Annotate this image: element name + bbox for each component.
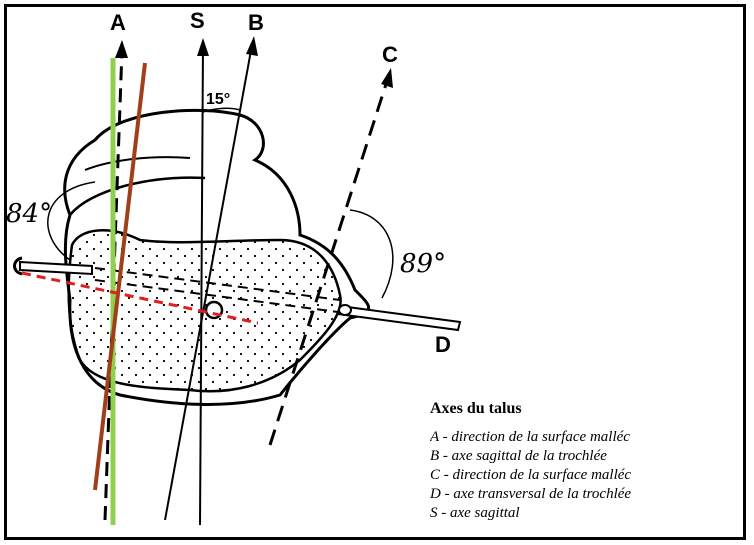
talus-neck-curve [69,176,206,216]
axis-b-label: B [248,10,264,35]
legend-item-a: A - direction de la surface malléc [430,429,630,445]
overlay-red-dashed-line [21,271,259,325]
angle-arc-84 [47,181,96,261]
legend-item-b: B - axe sagittal de la trochlée [430,448,607,464]
axis-a-label: A [110,10,126,35]
axis-d-dashed-lower [94,279,339,313]
axis-c-arrowhead [381,68,393,88]
angle-15-label: 15° [206,91,230,108]
talus-head-curve [84,156,191,171]
axis-d-rod-left-cap [13,256,23,276]
axis-d-dashed-upper [94,267,341,301]
legend-item-c: C - direction de la surface malléc [430,467,632,483]
axis-a-line [103,49,124,521]
angle-84-label: 84° [6,199,52,229]
axis-d-label: D [435,332,451,357]
legend-title: Axes du talus [430,400,522,417]
axis-c-label: C [382,42,398,67]
overlay-brown-line [93,62,147,491]
axis-d-right-cap [338,304,352,316]
axis-b-arrowhead [246,36,258,56]
angle-arc-15 [202,107,241,113]
axis-s-line [199,44,204,526]
axis-d-rod [19,260,93,276]
angle-89-label: 89° [400,249,446,279]
axis-c-line [268,77,390,446]
angle-arc-89 [349,209,394,299]
axis-s-arrowhead [197,38,209,56]
axis-d-rod-right [336,304,462,332]
axis-a-arrowhead [115,40,128,58]
legend-item-s: S - axe sagittal [430,505,520,521]
axis-s-label: S [190,8,205,33]
axes-legend: Axes du talus A - direction de la surfac… [430,400,742,523]
legend-item-d: D - axe transversal de la trochlée [430,486,632,502]
